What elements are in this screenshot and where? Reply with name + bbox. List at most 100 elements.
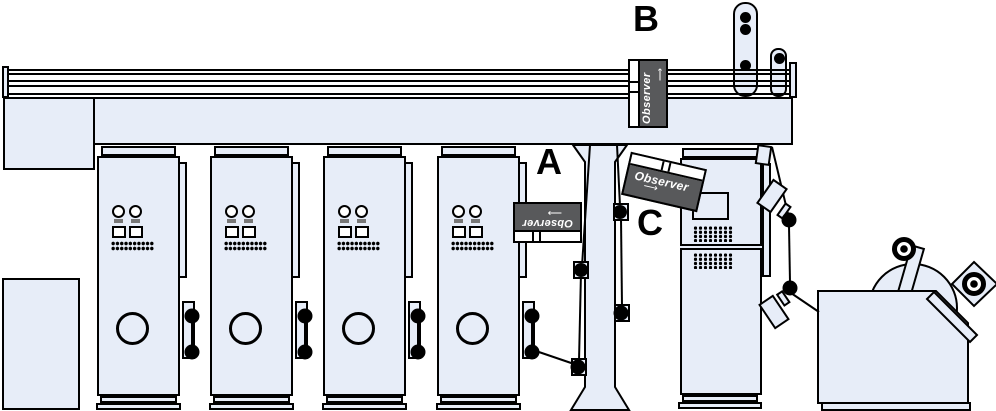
rail-end-cap-left <box>2 66 9 98</box>
tower-panel-window <box>469 226 483 238</box>
tower-dial <box>469 205 482 218</box>
post-dot <box>740 60 751 71</box>
column-stand <box>569 144 631 411</box>
button-grid <box>337 241 380 251</box>
turret-diamond-plate <box>950 260 996 308</box>
observer-mount-band <box>515 230 580 241</box>
column-roller <box>574 263 588 277</box>
print-tower-4 <box>436 146 527 410</box>
tower-base <box>100 396 177 403</box>
dancer-arm-lower <box>758 294 790 330</box>
web-line <box>532 349 578 366</box>
observer-device-label: Observer <box>522 217 573 229</box>
tower-foot <box>322 403 407 410</box>
turret-rings <box>892 237 986 296</box>
web-line <box>771 146 789 215</box>
tower-side-panel <box>404 162 413 278</box>
observer-device-b: Observer ⟶ <box>628 59 668 128</box>
turret-arm <box>895 244 926 301</box>
rewind-divider <box>680 244 762 250</box>
rewind-cap <box>682 148 760 158</box>
tower-foot <box>209 403 294 410</box>
roller-plate <box>613 203 629 221</box>
tower-dial <box>355 205 368 218</box>
web-line <box>581 144 591 267</box>
observer-mount-band <box>630 61 640 126</box>
print-tower-1 <box>96 146 187 410</box>
dial-pad <box>131 219 140 223</box>
turret-drum <box>868 263 958 353</box>
overhead-rail-upper <box>2 69 793 82</box>
tower-foot <box>96 403 181 410</box>
post-dot <box>740 12 751 23</box>
cylinder-port <box>342 312 375 345</box>
tower-dial <box>452 205 465 218</box>
turret-base <box>821 402 971 411</box>
floor-cabinet <box>2 278 80 410</box>
tower-dial <box>225 205 238 218</box>
column-roller <box>613 305 629 321</box>
tower-panel-window <box>225 226 239 238</box>
dial-pad <box>244 219 253 223</box>
web-line <box>790 292 820 313</box>
tower-panel-window <box>355 226 369 238</box>
tower-panel-window <box>242 226 256 238</box>
tower-dial <box>112 205 125 218</box>
turret-chute <box>925 290 979 344</box>
roller-plate <box>571 358 587 376</box>
tower-panel-window <box>129 226 143 238</box>
tower-panel-window <box>452 226 466 238</box>
column-roller <box>613 205 627 219</box>
tower-panel-window <box>112 226 126 238</box>
tower-dial <box>242 205 255 218</box>
observer-arrow-icon: ⟶ <box>642 180 659 195</box>
tower-panel-window <box>338 226 352 238</box>
print-tower-2 <box>209 146 300 410</box>
cylinder-port <box>456 312 489 345</box>
web-line <box>616 144 621 207</box>
post-dot <box>740 24 751 35</box>
tower-base <box>213 396 290 403</box>
tower-cap <box>101 146 176 156</box>
observer-arrow-icon: ⟶ <box>654 68 665 81</box>
position-label-c: C <box>637 202 663 243</box>
web-line <box>788 225 791 283</box>
tower-dial <box>129 205 142 218</box>
web-line <box>578 271 582 362</box>
dancer-rod-lower <box>775 289 791 307</box>
dancer-ball-lower <box>782 280 798 296</box>
tower-base <box>440 396 517 403</box>
dial-pad <box>471 219 480 223</box>
position-label-a: A <box>536 141 562 182</box>
tower-dial <box>338 205 351 218</box>
band-tick <box>630 91 638 93</box>
roller-plate <box>573 261 589 279</box>
observer-arrow-icon: ⟶ <box>547 207 562 218</box>
turret-box <box>817 290 969 404</box>
tower-foot <box>436 403 521 410</box>
roller-bracket <box>182 301 195 359</box>
post-dot <box>774 53 785 64</box>
dial-pad <box>340 219 349 223</box>
guide-post-tall <box>733 2 758 97</box>
observer-device-a: Observer ⟶ <box>513 202 582 243</box>
guide-post-short <box>770 48 787 97</box>
cylinder-port <box>116 312 149 345</box>
button-grid <box>693 226 733 242</box>
roller-plate <box>614 304 630 322</box>
cylinder-port <box>229 312 262 345</box>
rewind-back-panel <box>762 163 771 277</box>
tower-cap <box>441 146 516 156</box>
dial-pad <box>114 219 123 223</box>
button-grid <box>224 241 267 251</box>
tower-base <box>326 396 403 403</box>
tower-cap <box>214 146 289 156</box>
button-grid <box>451 241 494 251</box>
web-line <box>620 217 623 308</box>
main-beam <box>90 97 793 145</box>
dial-pad <box>227 219 236 223</box>
print-tower-3 <box>322 146 413 410</box>
dial-pad <box>454 219 463 223</box>
roller-bracket <box>408 301 421 359</box>
